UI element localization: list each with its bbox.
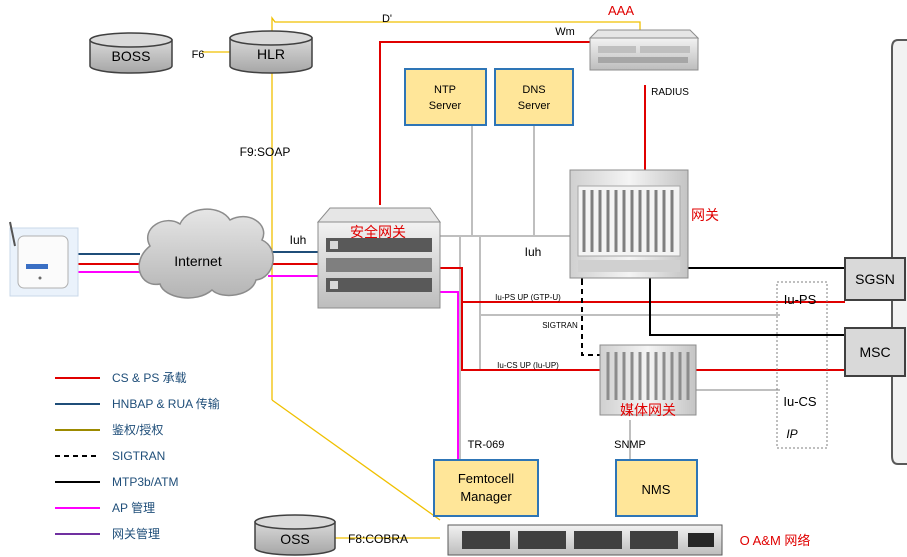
internet-cloud-icon — [138, 208, 274, 299]
iu-ps-up-label: Iu-PS UP (GTP-U) — [495, 293, 561, 302]
legend-label-1: HNBAP & RUA 传输 — [112, 396, 220, 411]
legend-label-6: 网关管理 — [112, 526, 160, 541]
d-prime-label: D' — [382, 13, 392, 25]
tr069-label: TR-069 — [468, 439, 505, 451]
f9-soap-label: F9:SOAP — [240, 145, 291, 159]
msc-box — [844, 327, 906, 377]
bearer-lines — [78, 41, 845, 371]
hlr-label: HLR — [257, 46, 285, 62]
gateway-label: 网关 — [691, 207, 719, 223]
iu-cs-label: Iu-CS — [783, 394, 817, 409]
sgsn-label: SGSN — [855, 271, 895, 287]
iu-cs-up-label: Iu-CS UP (Iu-UP) — [497, 361, 559, 370]
msc-label: MSC — [859, 344, 890, 360]
dns-label-line2: Server — [518, 100, 551, 112]
boss-label: BOSS — [112, 48, 151, 64]
snmp-label: SNMP — [614, 439, 646, 451]
iuh-mid-label: Iuh — [525, 245, 542, 259]
ap-lines — [78, 251, 459, 460]
legend-label-5: AP 管理 — [112, 500, 155, 515]
core-network-bracket — [891, 39, 907, 465]
iu-ps-label: Iu-PS — [784, 292, 817, 307]
dns-label-line1: DNS — [522, 84, 545, 96]
auth-lines — [202, 16, 641, 539]
ntp-label-line2: Server — [429, 100, 462, 112]
femtocell-manager-line1: Femtocell — [458, 471, 514, 486]
iu-interface-box — [776, 281, 828, 449]
oam-network-label: O A&M 网络 — [740, 533, 811, 548]
dns-server-box — [494, 68, 574, 126]
media-gateway-label: 媒体网关 — [620, 402, 676, 418]
oam-server-icon — [447, 524, 723, 556]
wm-label: Wm — [555, 26, 575, 38]
femtocell-manager-box — [433, 459, 539, 517]
radius-label: RADIUS — [651, 87, 689, 98]
ntp-server-box — [404, 68, 487, 126]
oss-database-icon — [254, 514, 336, 556]
media-gateway-chassis-icon — [599, 344, 697, 416]
ip-label: IP — [786, 427, 797, 441]
ntp-label-line1: NTP — [434, 84, 456, 96]
f6-label: F6 — [192, 49, 205, 61]
aaa-server-icon — [588, 29, 700, 71]
femtocell-manager-line2: Manager — [460, 489, 512, 504]
internet-label: Internet — [174, 253, 222, 269]
iuh-left-label: Iuh — [290, 233, 307, 247]
legend-label-3: SIGTRAN — [112, 449, 165, 463]
legend-label-4: MTP3b/ATM — [112, 475, 178, 489]
legend-label-0: CS & PS 承载 — [112, 371, 187, 385]
oss-label: OSS — [280, 531, 310, 547]
f8-cobra-label: F8:COBRA — [348, 532, 408, 546]
aaa-label: AAA — [608, 3, 634, 18]
nms-label: NMS — [642, 482, 671, 497]
security-gateway-icon — [316, 207, 441, 309]
legend-label-2: 鉴权/授权 — [112, 422, 163, 437]
nms-box — [615, 459, 698, 517]
security-gateway-label: 安全网关 — [350, 224, 406, 240]
femtocell-ap-icon — [9, 221, 79, 297]
gateway-chassis-icon — [569, 169, 689, 279]
hlr-database-icon — [229, 30, 313, 74]
boss-database-icon — [89, 32, 173, 74]
sgsn-box — [844, 257, 906, 301]
sigtran-label: SIGTRAN — [542, 321, 578, 330]
